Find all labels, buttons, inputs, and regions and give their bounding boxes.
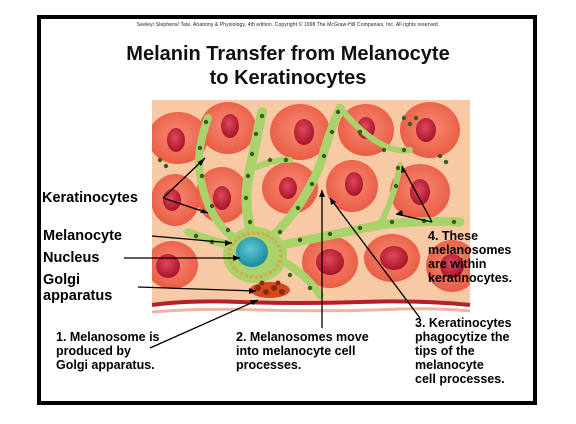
dermis-edge	[152, 309, 470, 312]
note-step-4-line: are within	[428, 257, 512, 271]
keratinocyte-cell	[146, 241, 198, 289]
note-step-4-line: keratinocytes.	[428, 271, 512, 285]
label-melanocyte: Melanocyte	[43, 228, 122, 244]
label-golgi-line-2: apparatus	[43, 288, 112, 304]
note-step-2-line: into melanocyte cell	[236, 344, 369, 358]
note-step-1-line: Golgi apparatus.	[56, 358, 160, 372]
note-step-2-line: processes.	[236, 358, 369, 372]
note-step-1: 1. Melanosome is produced by Golgi appar…	[56, 330, 160, 372]
keratinocyte-cell	[326, 160, 378, 212]
note-step-2-line: 2. Melanosomes move	[236, 330, 369, 344]
note-step-3-line: melanocyte	[415, 358, 512, 372]
keratinocyte-cell	[364, 234, 420, 282]
label-keratinocytes: Keratinocytes	[42, 190, 138, 206]
note-step-3-line: 3. Keratinocytes	[415, 316, 512, 330]
label-golgi-line-1: Golgi	[43, 272, 80, 288]
note-step-4-line: 4. These	[428, 229, 512, 243]
note-step-4: 4. These melanosomes are within keratino…	[428, 229, 512, 285]
note-step-3-line: cell processes.	[415, 372, 512, 386]
melanocyte-body	[223, 227, 287, 283]
note-step-2: 2. Melanosomes move into melanocyte cell…	[236, 330, 369, 372]
note-step-1-line: 1. Melanosome is	[56, 330, 160, 344]
basement-membrane	[152, 301, 470, 305]
melanocyte-nucleus	[236, 237, 268, 267]
note-step-3: 3. Keratinocytes phagocytize the tips of…	[415, 316, 512, 386]
keratinocyte-cell	[151, 174, 199, 226]
note-step-3-line: phagocytize the	[415, 330, 512, 344]
note-step-1-line: produced by	[56, 344, 160, 358]
note-step-3-line: tips of the	[415, 344, 512, 358]
note-step-4-line: melanosomes	[428, 243, 512, 257]
label-nucleus: Nucleus	[43, 250, 99, 266]
